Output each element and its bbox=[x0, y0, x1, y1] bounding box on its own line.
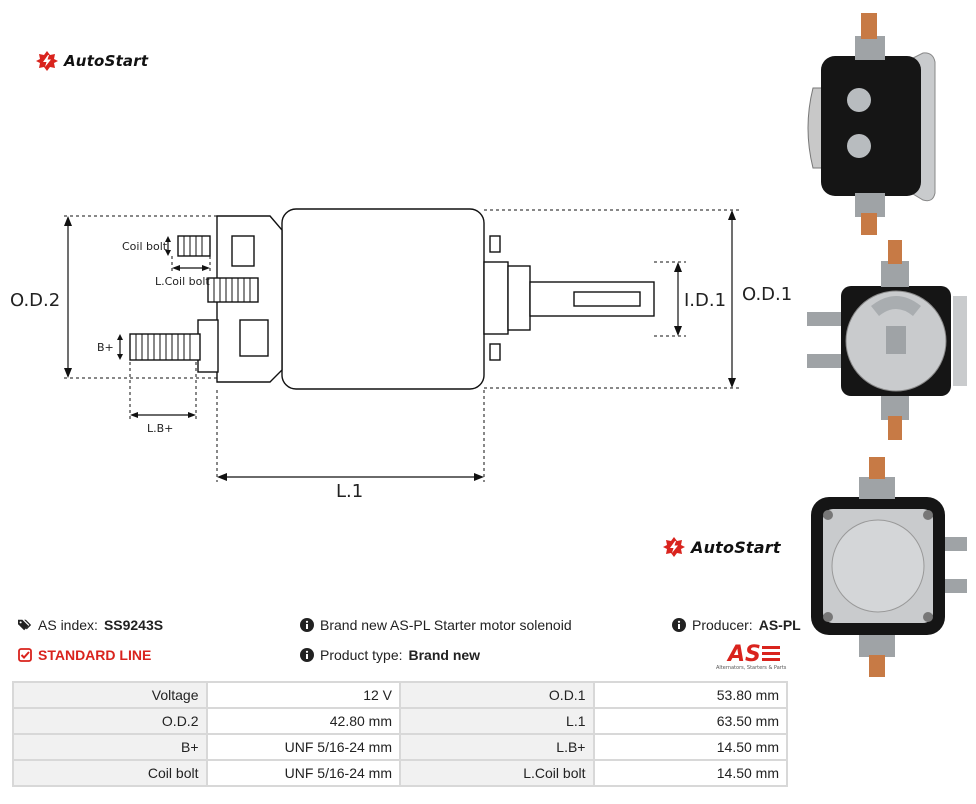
tags-icon bbox=[18, 619, 32, 631]
spec-name: L.Coil bolt bbox=[399, 759, 595, 787]
as-index-value: SS9243S bbox=[103, 617, 164, 633]
product-description: Brand new AS-PL Starter motor solenoid bbox=[320, 617, 572, 633]
as-index-row: AS index: SS9243S bbox=[18, 617, 163, 633]
standard-line-row: STANDARD LINE bbox=[18, 647, 151, 663]
spec-name: Voltage bbox=[12, 681, 208, 709]
label-l-coil-bolt: L.Coil bolt bbox=[155, 275, 210, 288]
producer-value: AS-PL bbox=[758, 617, 801, 633]
brand-logo-middle: AutoStart bbox=[663, 536, 781, 558]
info-circle-icon bbox=[300, 648, 314, 662]
spec-name: O.D.2 bbox=[12, 707, 208, 735]
label-od2: O.D.2 bbox=[10, 290, 60, 311]
autostart-logo-icon bbox=[36, 51, 58, 71]
as-index-label: AS index: bbox=[38, 617, 98, 633]
label-b-plus: B+ bbox=[97, 341, 114, 354]
spec-value: 53.80 mm bbox=[592, 681, 788, 709]
spec-value: 14.50 mm bbox=[592, 759, 788, 787]
product-photo-front bbox=[811, 457, 967, 677]
standard-line-label: STANDARD LINE bbox=[38, 647, 152, 663]
product-type-row: Product type: Brand new bbox=[300, 647, 480, 663]
info-circle-icon bbox=[672, 618, 686, 632]
label-l1: L.1 bbox=[336, 481, 363, 502]
product-type-label: Product type: bbox=[320, 647, 403, 663]
brand-name: AutoStart bbox=[691, 537, 781, 557]
brand-logo-top: AutoStart bbox=[36, 50, 148, 72]
spec-name: B+ bbox=[12, 733, 208, 761]
producer-row: Producer: AS-PL bbox=[672, 617, 801, 633]
label-id1: I.D.1 bbox=[684, 290, 726, 311]
spec-value: UNF 5/16-24 mm bbox=[205, 759, 401, 787]
product-photo-rear bbox=[807, 240, 967, 440]
spec-name: L.1 bbox=[399, 707, 595, 735]
spec-name: Coil bolt bbox=[12, 759, 208, 787]
spec-value: 14.50 mm bbox=[592, 733, 788, 761]
checkbox-checked-icon bbox=[18, 648, 32, 662]
as-pl-logo: AS Alternators, Starters & Parts bbox=[716, 642, 787, 671]
label-od1: O.D.1 bbox=[742, 284, 792, 305]
solenoid-technical-drawing: Coil bolt L.Coil bolt O.D.2 B+ L.B+ L.1 … bbox=[10, 208, 792, 502]
spec-name: L.B+ bbox=[399, 733, 595, 761]
description-row: Brand new AS-PL Starter motor solenoid bbox=[300, 617, 572, 633]
autostart-logo-icon bbox=[663, 537, 685, 557]
product-photo-side bbox=[807, 13, 936, 235]
label-lb-plus: L.B+ bbox=[147, 422, 173, 435]
as-logo-subtitle: Alternators, Starters & Parts bbox=[716, 665, 787, 671]
label-coil-bolt: Coil bolt bbox=[122, 240, 168, 253]
spec-value: 12 V bbox=[205, 681, 401, 709]
as-logo-text: AS bbox=[726, 642, 761, 667]
product-type-value: Brand new bbox=[408, 647, 481, 663]
brand-name: AutoStart bbox=[64, 52, 149, 70]
spec-value: 63.50 mm bbox=[592, 707, 788, 735]
info-circle-icon bbox=[300, 618, 314, 632]
producer-label: Producer: bbox=[692, 617, 753, 633]
spec-value: 42.80 mm bbox=[205, 707, 401, 735]
spec-name: O.D.1 bbox=[399, 681, 595, 709]
spec-value: UNF 5/16-24 mm bbox=[205, 733, 401, 761]
